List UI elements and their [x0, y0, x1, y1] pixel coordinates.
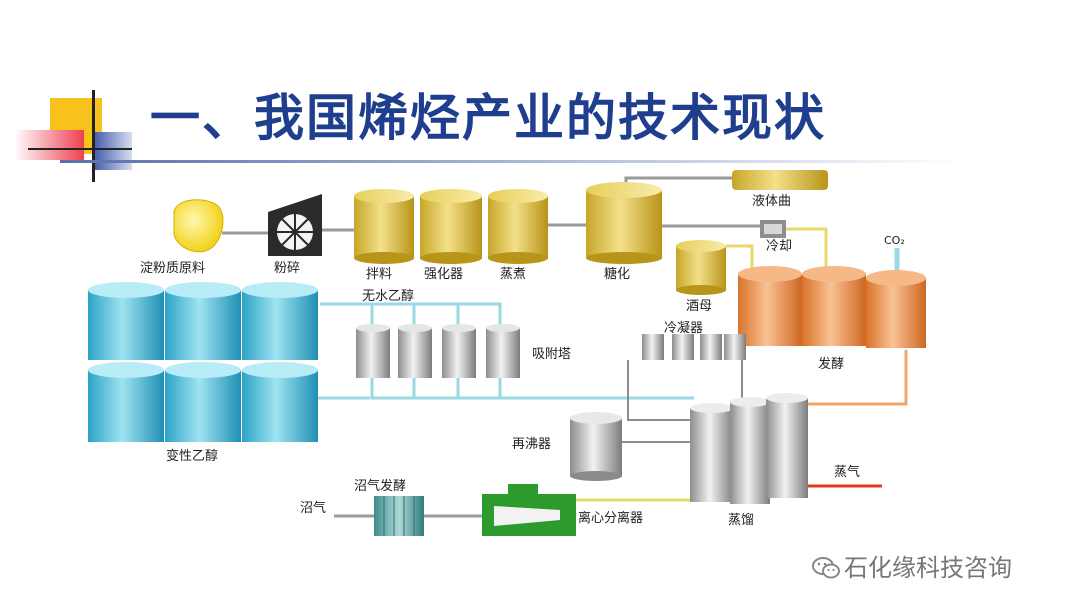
label-anhydrous: 无水乙醇: [362, 288, 414, 304]
deco-horizontal-line: [28, 148, 132, 150]
distillation-columns: [690, 393, 808, 504]
label-liquid-koji: 液体曲: [752, 194, 791, 209]
fermenter-tanks: [738, 266, 926, 348]
label-liquefy: 强化器: [424, 267, 463, 282]
mix-tank: [354, 189, 414, 264]
condensers: [642, 334, 746, 360]
label-yeast: 酒母: [686, 299, 712, 314]
sugar-tank: [586, 182, 662, 264]
label-denatured: 变性乙醇: [166, 448, 218, 464]
cooler-icon: [760, 220, 786, 238]
label-cool: 冷却: [766, 239, 792, 254]
denatured-ethanol-tanks: [88, 282, 318, 442]
liquid-koji-tank: [732, 170, 828, 190]
liquefy-tank: [420, 189, 482, 264]
pipe-anhydrous-2: [370, 304, 460, 328]
pipes: [222, 176, 908, 518]
labels: 淀粉质原料 粉碎 拌料 强化器 蒸煮 糖化 液体曲 冷却 CO₂ 酒母 发酵 无…: [140, 194, 905, 528]
adsorption-towers: [356, 324, 520, 378]
cook-tank: [488, 189, 548, 264]
pipe-adsorb-bottom: [370, 378, 694, 400]
label-biogas: 沼气: [300, 500, 326, 516]
slide-title: 一、我国烯烃产业的技术现状: [150, 89, 826, 147]
starch-material: [173, 199, 224, 253]
label-starch: 淀粉质原料: [140, 261, 205, 276]
deco-vertical-line: [92, 90, 95, 182]
biogas-fermenter: [374, 496, 424, 536]
deco-blue-square: [92, 132, 132, 170]
pipe-adsorb-bottom-2: [412, 378, 502, 398]
label-ferment: 发酵: [818, 356, 844, 372]
watermark-text: 石化缘科技咨询: [844, 554, 1012, 582]
pipe-cooler-ferment: [786, 227, 828, 268]
label-cook: 蒸煮: [500, 267, 526, 282]
label-sugar: 糖化: [604, 266, 630, 282]
label-co2: CO₂: [884, 234, 905, 247]
pipe-ferment-distill: [808, 350, 908, 406]
watermark: 石化缘科技咨询: [812, 548, 1012, 583]
label-adsorb: 吸附塔: [532, 347, 571, 362]
wechat-icon: [812, 557, 840, 579]
pipe-cond-distill: [627, 360, 694, 421]
yeast-tank: [676, 240, 726, 295]
deco-red-bar: [14, 130, 84, 160]
pipe-anhydrous: [320, 302, 502, 328]
title-underline: [60, 160, 960, 163]
label-crush: 粉碎: [274, 261, 300, 276]
crusher-icon: [268, 194, 322, 256]
centrifuge: [482, 484, 576, 536]
label-steam: 蒸气: [834, 464, 860, 480]
label-mix: 拌料: [366, 267, 392, 282]
label-biogas-ferment: 沼气发酵: [354, 478, 406, 494]
label-distill: 蒸馏: [728, 513, 754, 528]
label-condenser: 冷凝器: [664, 320, 703, 336]
label-centrifuge: 离心分离器: [578, 510, 643, 526]
label-reboiler: 再沸器: [512, 437, 551, 452]
reboiler: [570, 412, 622, 481]
